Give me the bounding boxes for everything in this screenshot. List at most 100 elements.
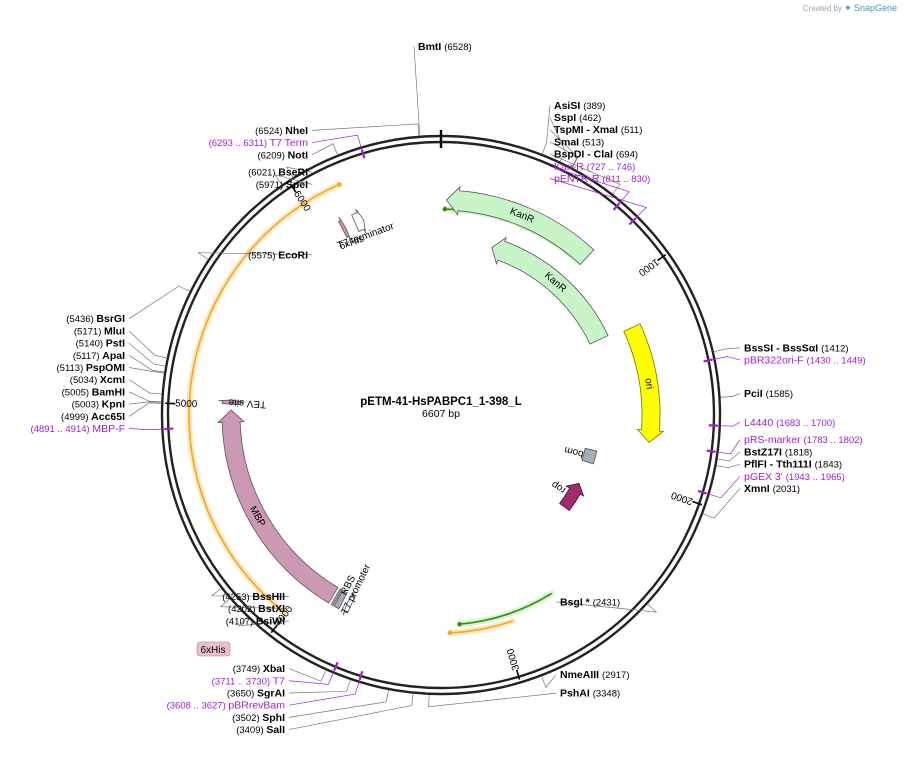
enzyme-label[interactable]: PshAI (3348)	[560, 688, 620, 700]
enzyme-label[interactable]: (5005) BamHI	[62, 386, 125, 398]
feature-tev-site[interactable]	[218, 399, 245, 405]
primer-label[interactable]: pBR322ori-F (1430 .. 1449)	[744, 354, 866, 366]
enzyme-label[interactable]: (4999) Acc65I	[61, 411, 125, 423]
feature-t7-promoter[interactable]	[342, 591, 356, 616]
primer-layer: (6293 .. 6311) T7 Term (4891 .. 4914) MBP…	[31, 134, 866, 712]
primer-label[interactable]: pENTR-R (811 .. 830)	[554, 173, 650, 185]
primer-position: (3711 .. 3730)	[212, 676, 273, 687]
enzyme-leader-line	[128, 355, 165, 373]
orf-band	[186, 181, 343, 616]
enzyme-label[interactable]: (5117) ApaI	[73, 350, 125, 362]
tick-mark	[270, 624, 279, 634]
enzyme-leader-line	[197, 252, 313, 260]
feature-6xhis[interactable]	[337, 216, 352, 241]
enzyme-label[interactable]: (5436) BsrGI	[66, 313, 125, 325]
enzyme-label[interactable]: PflFI - Tth111I (1843)	[744, 459, 842, 471]
his-tag-badge[interactable]: 6xHis	[196, 641, 231, 657]
enzyme-name: SphI	[262, 712, 285, 724]
enzyme-label[interactable]: XmnI (2031)	[744, 483, 800, 495]
primer-label[interactable]: (6293 .. 6311) T7 Term	[209, 137, 309, 149]
enzyme-label[interactable]: (4202) BstXI	[228, 603, 285, 615]
feature-kanr[interactable]	[491, 236, 609, 345]
enzyme-label[interactable]: (6524) NheI	[255, 125, 308, 137]
enzyme-position: (5575)	[248, 250, 278, 261]
enzyme-leader-line	[128, 342, 166, 367]
tick-label: 3000	[505, 647, 522, 672]
feature-t7-terminator[interactable]	[351, 208, 367, 234]
orf-arrowhead	[457, 621, 462, 627]
enzyme-label[interactable]: (5971) SpeI	[256, 179, 308, 191]
enzyme-name: XmnI	[744, 483, 773, 495]
primer-label[interactable]: L4440 (1683 .. 1700)	[744, 417, 835, 429]
enzyme-label[interactable]: (3650) SgrAI	[227, 687, 285, 699]
enzyme-label[interactable]: (3409) SalI	[236, 724, 285, 736]
orf-line	[449, 620, 514, 634]
enzyme-position: (2917)	[602, 670, 629, 681]
enzyme-label[interactable]: (3749) XbaI	[233, 663, 285, 675]
feature-label-rop: rop	[549, 478, 567, 495]
feature-bom[interactable]	[581, 447, 598, 465]
enzyme-label[interactable]: BssSI - BssSαI (1412)	[744, 342, 849, 354]
enzyme-label[interactable]: TspMI - XmaI (511)	[554, 124, 642, 136]
primer-leader-line	[706, 476, 741, 499]
enzyme-position: (513)	[582, 137, 604, 148]
enzyme-label[interactable]: (4253) BssHII	[222, 591, 285, 603]
enzyme-name: NmeAIII	[560, 669, 602, 681]
enzyme-name: BsgI *	[560, 596, 593, 608]
primer-label[interactable]: pRS-marker (1783 .. 1802)	[744, 434, 863, 446]
tick-mark	[289, 183, 297, 193]
orf-arrowhead	[447, 630, 453, 636]
enzyme-name: SmaI	[554, 136, 582, 148]
enzyme-label[interactable]: BmtI (6528)	[418, 41, 472, 53]
enzyme-label[interactable]: (5003) KpnI	[72, 399, 126, 411]
primer-site-mark	[333, 661, 339, 671]
primer-label[interactable]: (3608 .. 3627) pBRrevBam	[167, 700, 286, 712]
feature-rbs[interactable]	[333, 589, 348, 610]
enzyme-label[interactable]: (6021) BseRI	[248, 167, 308, 179]
enzyme-position: (4202)	[228, 604, 258, 615]
enzyme-name: BssSI - BssSαI	[744, 342, 821, 354]
feature-mbp[interactable]	[217, 409, 339, 604]
primer-label[interactable]: (4891 .. 4914) MBP-F	[31, 423, 125, 435]
enzyme-leader-line	[128, 391, 162, 403]
enzyme-label[interactable]: (4107) BsiWI	[226, 615, 285, 627]
credit-prefix: Created by	[802, 4, 842, 13]
enzyme-label[interactable]: SmaI (513)	[554, 136, 604, 148]
orf-line	[188, 183, 340, 613]
primer-position: (811 .. 830)	[602, 174, 650, 185]
enzyme-label[interactable]: PciI (1585)	[744, 388, 793, 400]
primer-label[interactable]: Kan-R (727 .. 746)	[554, 161, 635, 173]
feature-rop[interactable]	[559, 482, 585, 512]
primer-label[interactable]: pGEX 3' (1943 .. 1965)	[744, 471, 845, 483]
feature-kanr[interactable]	[445, 185, 595, 266]
enzyme-label[interactable]: (6209) NotI	[257, 149, 308, 161]
primer-leader-line	[311, 134, 363, 150]
enzyme-label[interactable]: (5140) PstI	[76, 338, 125, 350]
enzyme-label[interactable]: (5171) MluI	[74, 325, 125, 337]
primer-label[interactable]: (3711 .. 3730) T7	[212, 675, 286, 687]
enzyme-leader-line	[128, 367, 165, 374]
primer-name: pBR322ori-F	[744, 354, 806, 366]
enzyme-leader-line	[288, 689, 389, 718]
enzyme-label[interactable]: AsiSI (389)	[554, 100, 605, 112]
enzyme-label[interactable]: BstZ17I (1818)	[744, 446, 812, 458]
enzyme-label[interactable]: BspDI - ClaI (694)	[554, 149, 638, 161]
enzyme-position: (5140)	[76, 339, 106, 350]
feature-label-ori: ori	[642, 377, 655, 390]
feature-ori[interactable]	[623, 323, 665, 443]
enzyme-label[interactable]: (5034) XcmI	[70, 374, 125, 386]
enzyme-label[interactable]: SspI (462)	[554, 112, 601, 124]
enzyme-leader-line	[541, 674, 557, 689]
primer-name: Kan-R	[554, 161, 587, 173]
enzyme-leader-line	[413, 46, 421, 136]
enzyme-label[interactable]: (5575) EcoRI	[248, 249, 308, 261]
enzyme-label[interactable]: (5113) PspOMI	[57, 362, 126, 374]
feature-spacer[interactable]	[330, 588, 343, 607]
primer-name: pBRrevBam	[228, 700, 285, 712]
enzyme-position: (1843)	[815, 460, 842, 471]
primer-site-mark	[706, 449, 716, 453]
primer-site-mark	[628, 217, 637, 226]
enzyme-label[interactable]: (3502) SphI	[232, 712, 285, 724]
enzyme-label[interactable]: NmeAIII (2917)	[560, 669, 629, 681]
enzyme-label[interactable]: BsgI * (2431)	[560, 596, 620, 608]
